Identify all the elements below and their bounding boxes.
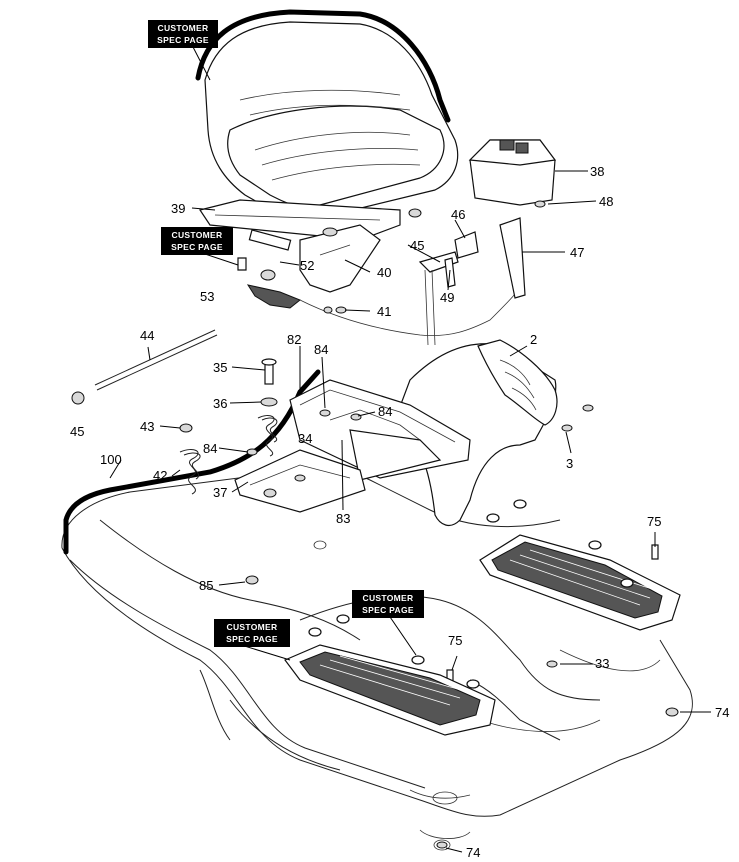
callout-45-right: 45 <box>410 238 424 253</box>
svg-text:SPEC PAGE: SPEC PAGE <box>226 634 278 644</box>
callout-84-left: 84 <box>203 441 217 456</box>
callout-47: 47 <box>570 245 584 260</box>
callout-48: 48 <box>599 194 613 209</box>
leader-lines <box>109 46 711 853</box>
footrest-left <box>284 614 496 736</box>
fender-panel <box>394 339 558 527</box>
cover-38 <box>468 139 557 206</box>
callout-45-left: 45 <box>70 424 84 439</box>
callout-82: 82 <box>287 332 301 347</box>
callout-38: 38 <box>590 164 604 179</box>
seat-pan <box>289 379 471 481</box>
callout-52: 52 <box>300 258 314 273</box>
part-callouts: 2 3 33 34 35 36 37 38 39 40 41 42 43 44 … <box>70 164 729 860</box>
callout-43: 43 <box>140 419 154 434</box>
spring-42 <box>179 449 201 495</box>
callout-44: 44 <box>140 328 154 343</box>
callout-53: 53 <box>200 289 214 304</box>
callout-84-right: 84 <box>378 404 392 419</box>
callout-3: 3 <box>566 456 573 471</box>
callout-36: 36 <box>213 396 227 411</box>
callout-74-bottom: 74 <box>466 845 480 860</box>
callout-75-center: 75 <box>448 633 462 648</box>
outline-100 <box>63 369 321 555</box>
callout-84-top: 84 <box>314 342 328 357</box>
spec-badge-seat: CUSTOMER SPEC PAGE <box>148 20 218 48</box>
seat-switch <box>237 257 301 309</box>
wire-harness <box>299 284 521 337</box>
callout-75-right: 75 <box>647 514 661 529</box>
callout-46: 46 <box>451 207 465 222</box>
callout-34: 34 <box>298 431 312 446</box>
svg-text:SPEC PAGE: SPEC PAGE <box>171 242 223 252</box>
seat <box>195 9 459 221</box>
spec-badge-footrest-left: CUSTOMER SPEC PAGE <box>214 619 290 647</box>
svg-text:CUSTOMER: CUSTOMER <box>158 23 209 33</box>
spec-badge-footrest-center: CUSTOMER SPEC PAGE <box>352 590 424 618</box>
callout-83: 83 <box>336 511 350 526</box>
callout-100: 100 <box>100 452 122 467</box>
rod-44 <box>71 329 218 405</box>
svg-text:CUSTOMER: CUSTOMER <box>172 230 223 240</box>
callout-35: 35 <box>213 360 227 375</box>
callout-85: 85 <box>199 578 213 593</box>
callout-49: 49 <box>440 290 454 305</box>
callout-33: 33 <box>595 656 609 671</box>
svg-text:SPEC PAGE: SPEC PAGE <box>157 35 209 45</box>
svg-text:CUSTOMER: CUSTOMER <box>363 593 414 603</box>
callout-2: 2 <box>530 332 537 347</box>
spec-badge-switch: CUSTOMER SPEC PAGE <box>161 227 233 255</box>
footrest-right <box>479 499 681 631</box>
callout-42: 42 <box>153 468 167 483</box>
callout-41: 41 <box>377 304 391 319</box>
svg-text:CUSTOMER: CUSTOMER <box>227 622 278 632</box>
seat-rail <box>199 199 422 293</box>
fasteners <box>179 200 679 849</box>
bracket-plate <box>234 449 366 513</box>
bracket-46-47 <box>418 217 526 346</box>
callout-39: 39 <box>171 201 185 216</box>
svg-text:SPEC PAGE: SPEC PAGE <box>362 605 414 615</box>
callout-74-right: 74 <box>715 705 729 720</box>
callout-40: 40 <box>377 265 391 280</box>
spring-34 <box>257 415 278 457</box>
callout-37: 37 <box>213 485 227 500</box>
